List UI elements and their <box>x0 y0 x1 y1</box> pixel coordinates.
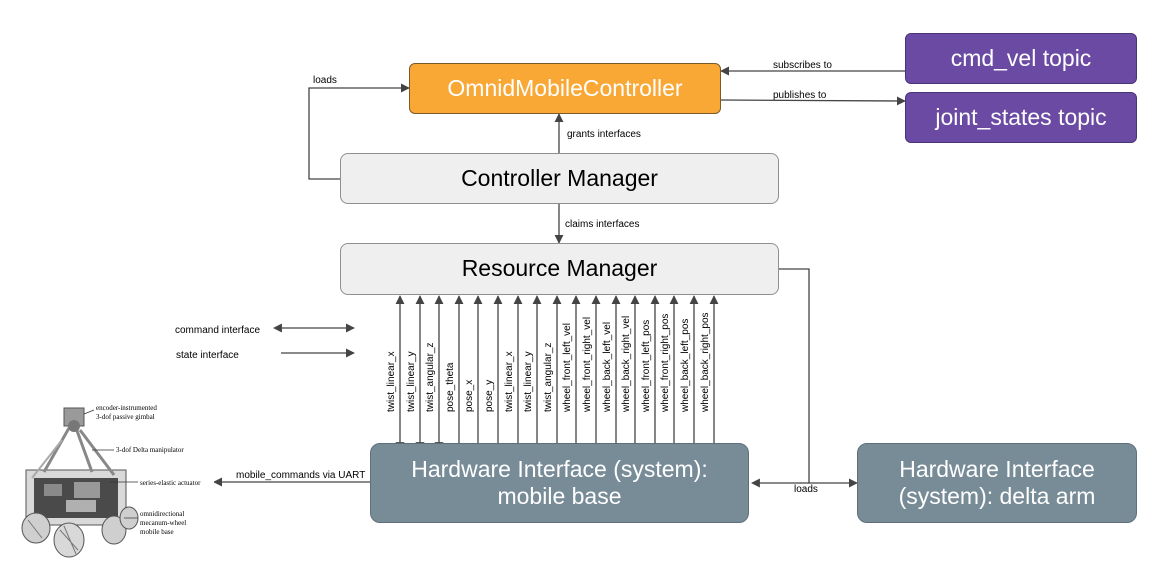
interface-label: wheel_front_left_vel <box>562 323 573 412</box>
hardware-interface-mobile-base-node[interactable]: Hardware Interface (system): mobile base <box>370 443 749 523</box>
cmd-vel-topic-node[interactable]: cmd_vel topic <box>905 33 1137 84</box>
interface-label: twist_linear_y <box>406 351 417 412</box>
interface-label: twist_linear_x <box>386 351 397 412</box>
joint-states-topic-node[interactable]: joint_states topic <box>905 92 1137 143</box>
interface-label: wheel_back_left_pos <box>680 318 691 412</box>
label-loads-controller: loads <box>313 75 337 86</box>
robot-label-gimbal-1: encoder-instrumented <box>96 404 157 412</box>
interface-label: wheel_front_right_pos <box>660 313 671 412</box>
interface-label: wheel_back_right_pos <box>700 312 711 412</box>
robot-label-gimbal-2: 3-dof passive gimbal <box>96 413 155 421</box>
resource-manager-node[interactable]: Resource Manager <box>340 243 779 295</box>
robot-label-actuator: series-elastic actuator <box>140 479 201 487</box>
controller-manager-node[interactable]: Controller Manager <box>340 153 779 204</box>
label-loads-delta: loads <box>794 484 818 495</box>
interface-label: wheel_front_right_vel <box>582 316 593 412</box>
robot-label-base-1: omnidirectional <box>140 510 184 518</box>
label-claims-interfaces: claims interfaces <box>565 219 640 230</box>
hw-mobile-line2: mobile base <box>497 483 622 509</box>
hardware-interface-delta-arm-node[interactable]: Hardware Interface (system): delta arm <box>857 443 1137 523</box>
interface-label: wheel_front_left_pos <box>641 319 652 412</box>
edge-loads-delta <box>779 268 858 488</box>
interface-label: twist_angular_z <box>425 342 436 412</box>
omnid-mobile-controller-node[interactable]: OmnidMobileController <box>409 63 721 114</box>
interface-label: wheel_back_left_vel <box>602 321 613 412</box>
hw-delta-line2: (system): delta arm <box>898 483 1096 509</box>
legend-state-interface: state interface <box>176 350 239 361</box>
interface-label: wheel_back_right_vel <box>621 315 632 412</box>
interface-label: pose_x <box>464 379 475 412</box>
label-publishes-to: publishes to <box>773 90 827 101</box>
interface-label: pose_y <box>484 379 495 412</box>
label-mobile-commands: mobile_commands via UART <box>236 470 366 481</box>
robot-label-base-3: mobile base <box>140 528 174 536</box>
omnid-robot-image: encoder-instrumented 3-dof passive gimba… <box>14 400 214 565</box>
interface-label: twist_angular_z <box>543 342 554 412</box>
label-grants-interfaces: grants interfaces <box>567 129 641 140</box>
interface-label: pose_theta <box>445 362 456 413</box>
interface-label: twist_linear_x <box>504 351 515 412</box>
robot-label-base-2: mecanum-wheel <box>140 519 186 527</box>
edge-publishes <box>720 96 906 106</box>
legend-command-interface: command interface <box>175 325 261 336</box>
hw-mobile-line1: Hardware Interface (system): <box>411 456 708 483</box>
robot-label-delta: 3-dof Delta manipulator <box>116 446 184 454</box>
edge-loads-controller <box>308 83 410 180</box>
hw-delta-line1: Hardware Interface <box>899 456 1095 483</box>
interface-label: twist_linear_y <box>523 351 534 412</box>
label-subscribes-to: subscribes to <box>773 60 832 71</box>
